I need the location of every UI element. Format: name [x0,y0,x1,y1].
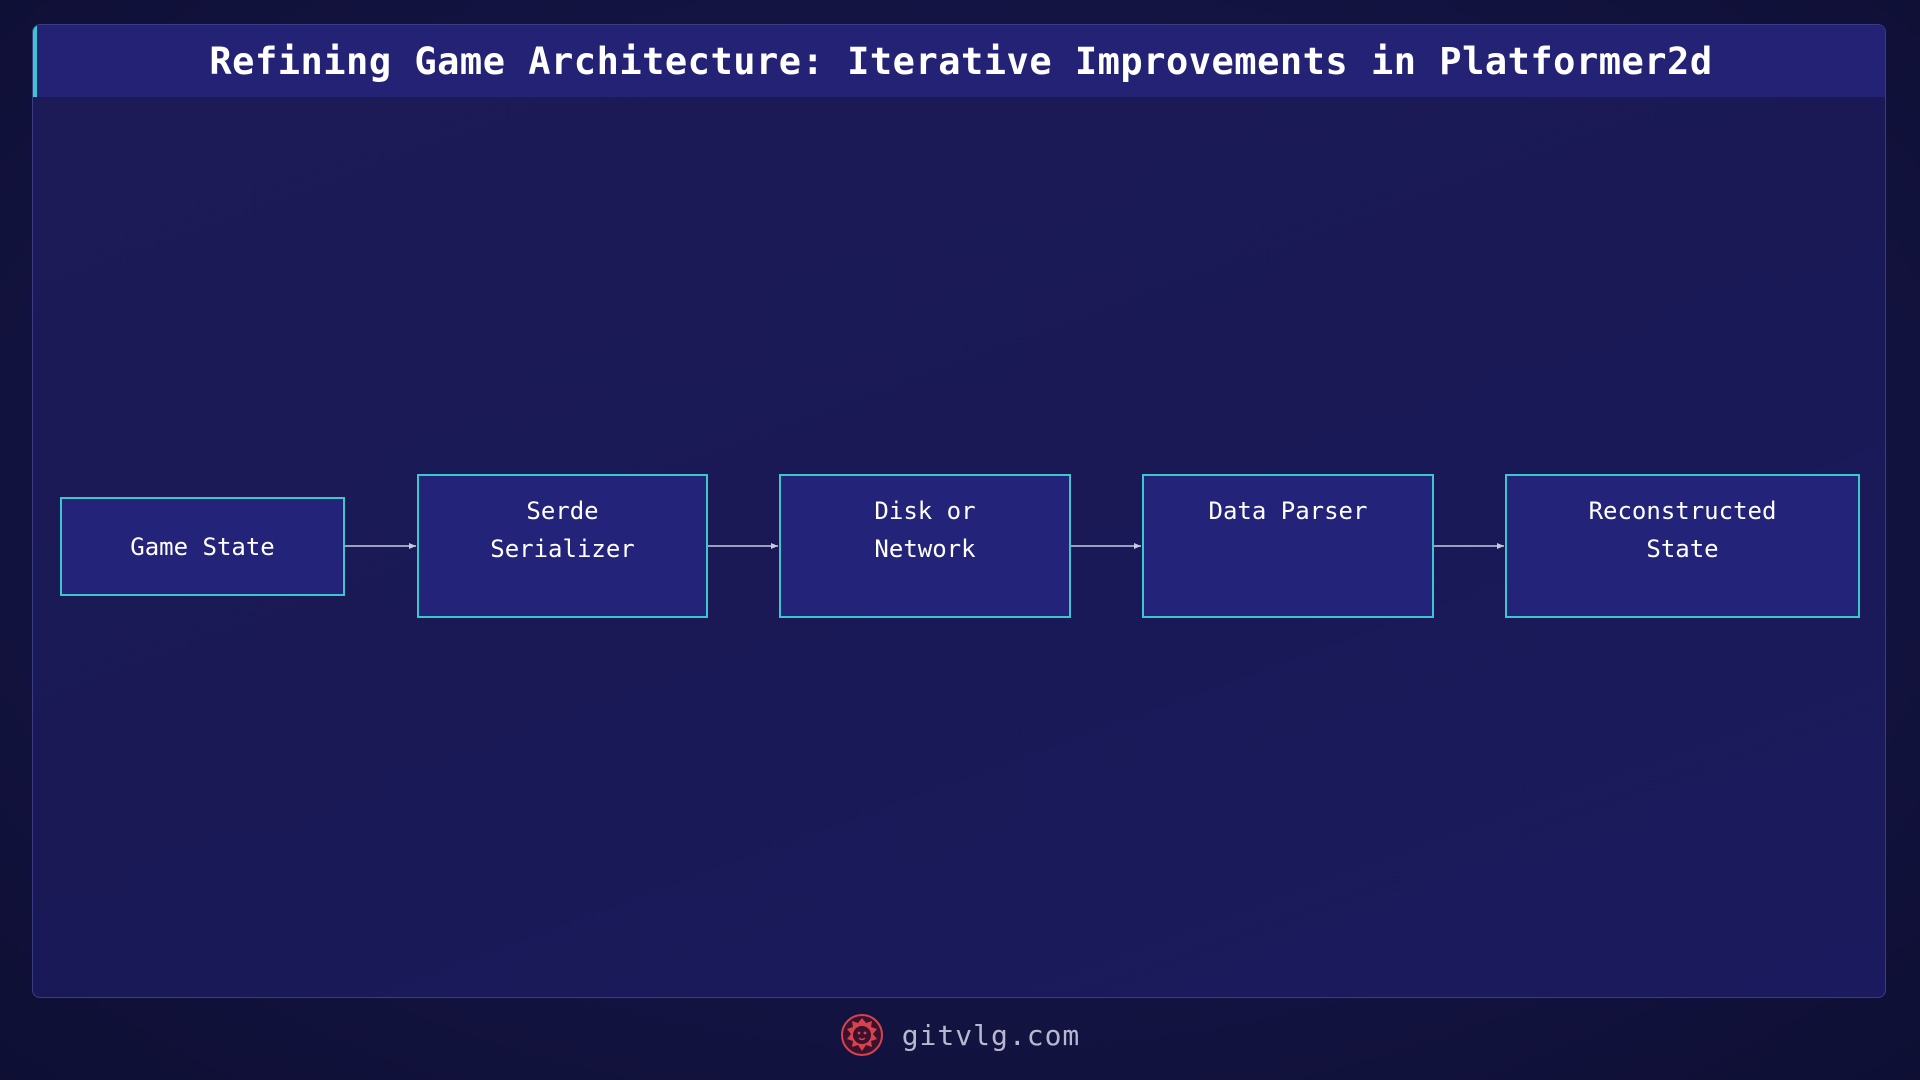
footer: gitvlg.com [0,1010,1920,1060]
footer-site-link[interactable]: gitvlg.com [901,1018,1081,1052]
page-title: Refining Game Architecture: Iterative Im… [209,39,1713,83]
node-disk-or-network: Disk or Network [779,474,1071,618]
node-reconstructed-state: Reconstructed State [1505,474,1860,618]
node-label: Disk or Network [874,497,976,563]
node-data-parser: Data Parser [1142,474,1434,618]
node-label: Serde Serializer [490,497,635,563]
node-label: Data Parser [1208,497,1368,525]
title-bar: Refining Game Architecture: Iterative Im… [33,25,1885,97]
lion-head-icon [840,1014,883,1056]
node-label: Reconstructed State [1588,497,1777,563]
node-game-state: Game State [60,497,345,596]
node-label: Game State [130,532,275,561]
node-serde-serializer: Serde Serializer [417,474,708,618]
